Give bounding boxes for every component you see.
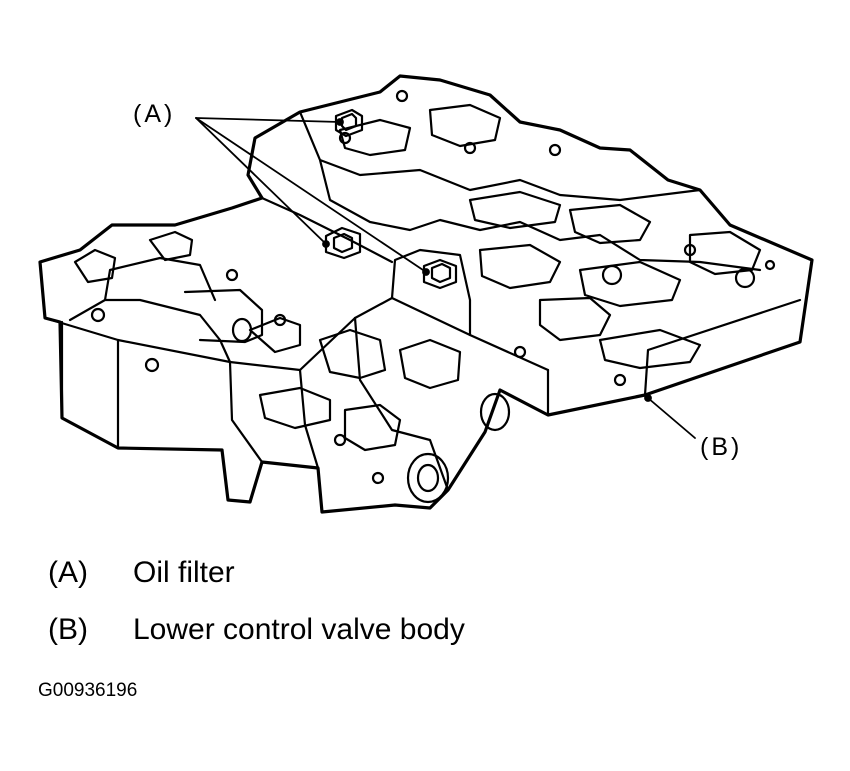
left-block [68, 256, 264, 364]
upper-channels [338, 103, 762, 370]
leader-line-a-3 [195, 117, 427, 273]
leader-line-a-1 [195, 117, 341, 123]
left-pocket [73, 230, 194, 284]
leader-dot [336, 118, 344, 126]
housing-side-left [60, 320, 120, 450]
leader-dot [422, 268, 430, 276]
leader-dot [644, 394, 652, 402]
oil-filter-3 [422, 258, 458, 290]
valve-body-illustration [38, 74, 814, 514]
bore-boss [479, 392, 511, 432]
legend-key: (B) [48, 613, 88, 646]
bolt-hole [371, 471, 385, 485]
valve-body-outline [38, 74, 814, 514]
bolt-hole [225, 268, 239, 282]
leader-lines [195, 117, 696, 439]
bore-bosses [231, 317, 511, 504]
leader-line-a-2 [195, 117, 327, 245]
bolt-hole [463, 141, 477, 155]
legend-item-oil-filter: (A) Oil filter [48, 556, 235, 590]
bolt-hole [613, 373, 627, 387]
bolt-hole [601, 264, 623, 286]
bore-boss [416, 463, 440, 493]
bore-boss [231, 317, 253, 343]
bolt-holes [90, 89, 776, 485]
leader-line-b [647, 397, 696, 439]
bolt-hole [764, 259, 776, 271]
housing-top-edge [43, 296, 550, 372]
oil-filter-2 [324, 226, 362, 260]
center-channels [248, 316, 462, 452]
bolt-hole [395, 89, 409, 103]
legend-item-lower-control-valve-body: (B) Lower control valve body [48, 613, 465, 647]
legend-key: (A) [48, 556, 88, 589]
leader-dot [322, 240, 330, 248]
bolt-hole [144, 357, 160, 373]
legend-label: Lower control valve body [133, 613, 465, 646]
housing-side-right [546, 298, 802, 417]
bolt-hole [333, 433, 347, 447]
bolt-hole [548, 143, 562, 157]
oil-filter-1 [334, 108, 364, 138]
callout-b-label: (B) [700, 433, 743, 461]
bolt-hole [338, 131, 352, 145]
bolt-hole [90, 307, 106, 323]
callout-a-label: (A) [133, 100, 176, 128]
figure-id: G00936196 [38, 680, 138, 701]
bolt-hole [683, 243, 697, 257]
bore-boss [406, 452, 450, 504]
bolt-hole [273, 313, 287, 327]
bolt-hole [734, 267, 756, 289]
bolt-hole [513, 345, 527, 359]
legend-label: Oil filter [133, 556, 235, 589]
